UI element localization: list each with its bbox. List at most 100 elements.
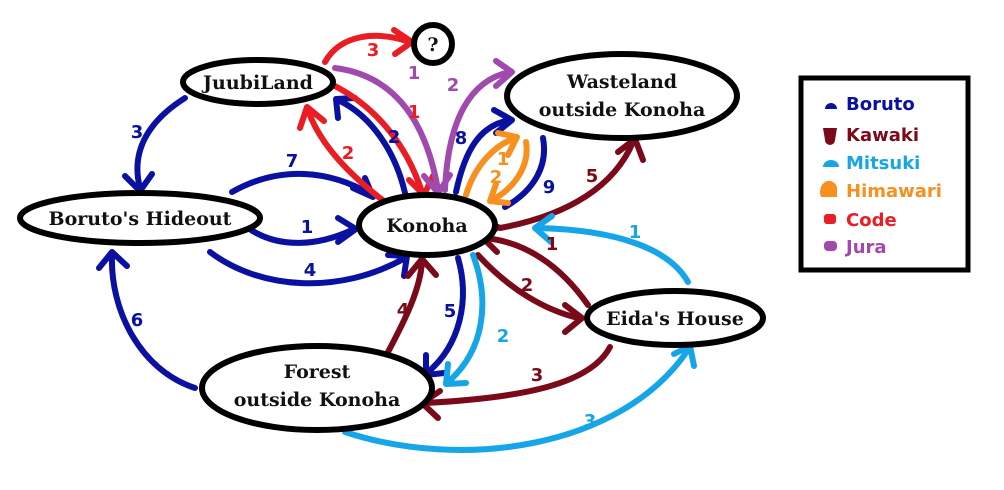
- legend-item-boruto: Boruto: [825, 94, 915, 115]
- node-label-line1: Forest: [284, 361, 351, 383]
- edge-label-boruto-9: 9: [543, 177, 556, 198]
- node-borutos-hideout: Boruto's Hideout: [17, 190, 263, 246]
- edge-line: [319, 77, 425, 195]
- legend-item-mitsuki: Mitsuki: [823, 153, 920, 174]
- node-ellipse: [356, 192, 498, 258]
- node-konoha: Konoha: [356, 192, 498, 258]
- edge-label-boruto-1: 1: [301, 217, 314, 238]
- edge-label-jura-1: 1: [408, 63, 421, 84]
- arrowhead: [405, 256, 439, 279]
- edge-line: [489, 139, 530, 203]
- edge-mitsuki-2: [443, 252, 486, 387]
- node-label: Boruto's Hideout: [49, 208, 232, 230]
- edge-label-kawaki-1: 1: [546, 234, 559, 255]
- edge-kawaki-2: [475, 252, 585, 335]
- himawari-swatch-icon: [820, 180, 837, 197]
- node-ellipse: [17, 190, 263, 246]
- code-swatch-icon: [824, 214, 836, 224]
- node-label-line1: Wasteland: [566, 71, 677, 93]
- edge-line: [207, 249, 408, 287]
- edge-label-boruto-6: 6: [131, 310, 144, 331]
- edge-himawari-2: [487, 139, 530, 206]
- edge-label-code-2: 2: [342, 143, 355, 164]
- edge-label-boruto-3: 3: [131, 122, 144, 143]
- edge-label-kawaki-2: 2: [521, 275, 534, 296]
- legend-item-himawari: Himawari: [820, 180, 942, 202]
- edge-line: [502, 135, 547, 210]
- edge-line: [108, 252, 198, 391]
- node-wasteland: Wasteland outside Konoha: [504, 51, 740, 141]
- legend: Boruto Kawaki Mitsuki Himawari Code Jura: [798, 75, 971, 273]
- boruto-swatch-icon: [825, 103, 837, 109]
- edge-label-mitsuki-1: 1: [629, 222, 642, 243]
- edge-boruto-3: [122, 95, 188, 194]
- kawaki-swatch-icon: [823, 128, 837, 145]
- legend-label: Kawaki: [846, 125, 919, 146]
- edge-label-boruto-4: 4: [304, 260, 317, 281]
- node-ellipse: [180, 57, 336, 107]
- edge-label-himawari-2: 2: [490, 167, 503, 188]
- arrowhead: [335, 215, 359, 245]
- arrowhead: [495, 130, 520, 158]
- edge-kawaki-4: [385, 256, 439, 355]
- legend-label: Boruto: [846, 94, 915, 115]
- edge-jura-2: [442, 58, 515, 193]
- edge-line: [229, 170, 375, 198]
- node-unknown: ?: [411, 22, 455, 66]
- node-ellipse: [504, 51, 740, 141]
- edge-line: [342, 347, 691, 453]
- edge-line: [305, 107, 388, 205]
- legend-box: [798, 75, 971, 273]
- node-ellipse: [411, 22, 455, 66]
- edge-line: [497, 139, 636, 231]
- arrowhead: [487, 181, 511, 206]
- node-label: Konoha: [386, 215, 467, 237]
- edge-line: [482, 235, 591, 308]
- edge-line: [385, 259, 425, 355]
- edge-mitsuki-1: [532, 213, 691, 285]
- arrowhead: [297, 104, 327, 131]
- edge-line: [425, 255, 466, 375]
- edge-boruto-6: [96, 249, 198, 391]
- edge-code-2: [297, 104, 388, 205]
- edge-line: [463, 135, 518, 198]
- node-label: ?: [427, 34, 438, 56]
- edge-line: [332, 65, 441, 193]
- edge-boruto-1: [245, 215, 359, 246]
- edge-label-jura-2: 2: [447, 75, 460, 96]
- arrowhead: [562, 302, 585, 335]
- edge-line: [535, 225, 691, 285]
- legend-item-code: Code: [824, 210, 897, 231]
- edge-label-himawari-1: 1: [497, 149, 510, 170]
- node-ellipse: [584, 288, 766, 348]
- edge-line: [453, 117, 513, 195]
- edge-boruto-8: [453, 107, 515, 195]
- edge-boruto-9: [502, 135, 547, 210]
- edge-label-boruto-2: 2: [388, 127, 401, 148]
- legend-label: Mitsuki: [846, 153, 920, 174]
- legend-item-kawaki: Kawaki: [823, 125, 919, 146]
- edge-line: [442, 69, 513, 193]
- node-ellipse: [199, 343, 435, 433]
- edge-line: [134, 95, 188, 191]
- edge-line: [245, 225, 355, 246]
- legend-label: Jura: [844, 237, 887, 258]
- edge-line: [322, 32, 413, 65]
- edge-label-boruto-8: 8: [455, 128, 468, 149]
- jura-swatch-icon: [824, 241, 837, 251]
- arrowhead: [532, 213, 555, 245]
- edge-kawaki-1: [480, 224, 591, 308]
- legend-label: Code: [846, 210, 897, 231]
- legend-label: Himawari: [846, 181, 942, 202]
- node-juubiland: JuubiLand: [180, 57, 336, 107]
- arrowhead: [333, 95, 358, 121]
- arrowhead: [96, 249, 130, 271]
- edge-kawaki-5: [497, 136, 646, 231]
- node-eidas-house: Eida's House: [584, 288, 766, 348]
- edge-label-code-3: 3: [367, 40, 380, 61]
- edge-line: [475, 252, 581, 321]
- node-label-line2: outside Konoha: [539, 99, 706, 121]
- arrowhead: [493, 58, 515, 89]
- arrowhead: [443, 361, 469, 387]
